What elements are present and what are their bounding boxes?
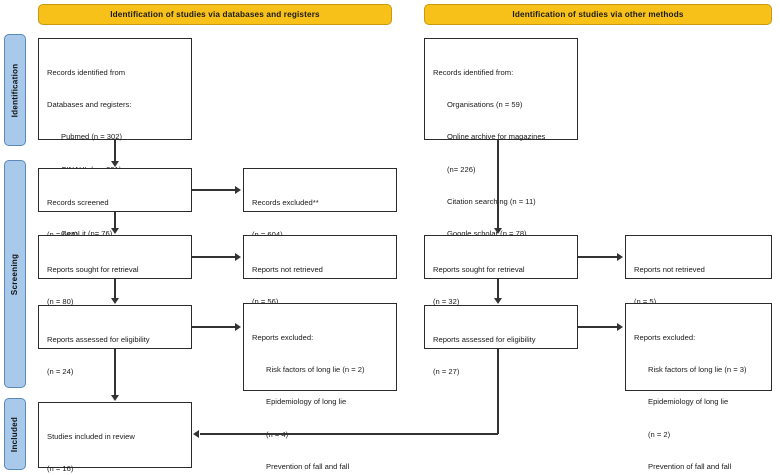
arrowhead-assessed-to-excluded-right	[617, 323, 623, 331]
arrowhead-assessed-right-to-included	[193, 430, 199, 438]
arrowhead-screened-to-excluded	[235, 186, 241, 194]
records-screened-count: (n = 684)	[47, 230, 191, 241]
stage-label-screening: Screening	[4, 160, 26, 388]
box-reports-not-retrieved-left: Reports not retrieved (n = 56)	[243, 235, 397, 306]
box-reports-excluded-right: Reports excluded: Risk factors of long l…	[625, 303, 772, 471]
arrowhead-assessed-to-excluded-left	[235, 323, 241, 331]
box-records-excluded: Records excluded** (n = 604)	[243, 168, 397, 239]
box-studies-included: Studies included in review (n = 16) Repo…	[38, 402, 192, 473]
box-reports-sought-right: Reports sought for retrieval (n = 32)	[424, 235, 578, 306]
arrowhead-sought-to-assessed-left	[111, 298, 119, 304]
arrowhead-sought-to-not-retrieved-right	[617, 253, 623, 261]
connector-assessed-to-excluded-left	[192, 326, 236, 328]
arrowhead-identified-other-to-sought	[494, 228, 502, 234]
reason-risk-factors-left: Risk factors of long lie (n = 2)	[266, 364, 365, 374]
reports-sought-right-count: (n = 32)	[433, 296, 460, 306]
source-gerolit: GeroLit (n= 76)	[61, 229, 113, 239]
source-citation-searching: Citation searching (n = 11)	[447, 196, 536, 206]
reports-not-retrieved-right-count: (n = 5)	[634, 296, 657, 306]
reports-sought-left-label: Reports sought for retrieval	[47, 264, 139, 274]
studies-included-label: Studies included in review	[47, 431, 135, 441]
header-databases-registers: Identification of studies via databases …	[38, 4, 392, 25]
connector-assessed-right-to-included	[200, 433, 498, 435]
reports-not-retrieved-left-label: Reports not retrieved	[252, 264, 323, 274]
reason-epidemiology-count-left: (n = 4)	[252, 430, 396, 441]
reports-sought-right-label: Reports sought for retrieval	[433, 264, 525, 274]
box-reports-excluded-left: Reports excluded: Risk factors of long l…	[243, 303, 397, 471]
reports-assessed-left-count: (n = 24)	[47, 366, 74, 376]
box-reports-sought-left: Reports sought for retrieval (n = 80)	[38, 235, 192, 306]
source-online-archive-count: (n= 226)	[447, 164, 476, 174]
connector-assessed-to-included	[114, 349, 116, 395]
stage-label-included-text: Included	[10, 416, 20, 452]
box-reports-assessed-left: Reports assessed for eligibility (n = 24…	[38, 305, 192, 376]
reports-not-retrieved-right-label: Reports not retrieved	[634, 264, 705, 274]
connector-identified-to-screened	[114, 140, 116, 162]
reports-not-retrieved-left-count: (n = 56)	[252, 296, 279, 306]
reports-assessed-right-count: (n = 27)	[433, 366, 460, 376]
reports-excluded-left-label: Reports excluded:	[252, 332, 314, 342]
header-other-methods: Identification of studies via other meth…	[424, 4, 772, 25]
records-screened-label: Records screened	[47, 197, 109, 207]
connector-assessed-to-excluded-right	[578, 326, 618, 328]
arrowhead-screened-to-sought	[111, 228, 119, 234]
records-identified-line1: Records identified from	[47, 67, 126, 77]
reason-epidemiology-right: Epidemiology of long lie	[648, 397, 729, 407]
connector-sought-to-assessed-right	[497, 279, 499, 298]
records-identified-other-line1: Records identified from:	[433, 67, 514, 77]
box-reports-not-retrieved-right: Reports not retrieved (n = 5)	[625, 235, 772, 306]
records-excluded-count: (n = 604)	[252, 230, 396, 241]
source-online-archive: Online archive for magazines	[447, 132, 546, 142]
arrowhead-identified-to-screened	[111, 161, 119, 167]
arrowhead-sought-to-assessed-right	[494, 298, 502, 304]
reports-assessed-left-label: Reports assessed for eligibility	[47, 334, 150, 344]
connector-screened-to-sought	[114, 212, 116, 229]
source-google-scholar: Google scholar (n = 78)	[447, 229, 527, 239]
reports-excluded-right-label: Reports excluded:	[634, 332, 696, 342]
reports-assessed-right-label: Reports assessed for eligibility	[433, 334, 536, 344]
connector-assessed-right-drop	[497, 349, 499, 434]
connector-sought-to-not-retrieved-left	[192, 256, 236, 258]
connector-sought-to-assessed-left	[114, 279, 116, 298]
reason-epidemiology-count-right: (n = 2)	[648, 429, 671, 439]
records-identified-line2: Databases and registers:	[47, 99, 132, 109]
stage-label-identification-text: Identification	[10, 63, 20, 117]
box-reports-assessed-right: Reports assessed for eligibility (n = 27…	[424, 305, 578, 376]
box-records-identified-other: Records identified from: Organisations (…	[424, 38, 578, 238]
records-excluded-label: Records excluded**	[252, 197, 319, 207]
arrowhead-sought-to-not-retrieved-left	[235, 253, 241, 261]
studies-included-count: (n = 16)	[47, 463, 74, 473]
source-organisations: Organisations (n = 59)	[447, 99, 523, 109]
reason-risk-factors-right: Risk factors of long lie (n = 3)	[648, 364, 747, 374]
box-records-screened: Records screened (n = 684)	[38, 168, 192, 239]
stage-label-identification: Identification	[4, 34, 26, 146]
arrowhead-assessed-to-included	[111, 395, 119, 401]
connector-screened-to-excluded	[192, 189, 236, 191]
connector-identified-other-to-sought	[497, 140, 499, 229]
connector-sought-to-not-retrieved-right	[578, 256, 618, 258]
reason-prevention-left: Prevention of fall and fall	[266, 461, 350, 471]
reason-prevention-right: Prevention of fall and fall	[648, 461, 732, 471]
box-records-identified-databases: Records identified from Databases and re…	[38, 38, 192, 271]
source-pubmed: Pubmed (n = 302)	[61, 132, 122, 142]
stage-label-included: Included	[4, 398, 26, 470]
reason-epidemiology-left: Epidemiology of long lie	[266, 397, 347, 407]
stage-label-screening-text: Screening	[10, 253, 20, 295]
reports-sought-left-count: (n = 80)	[47, 296, 74, 306]
